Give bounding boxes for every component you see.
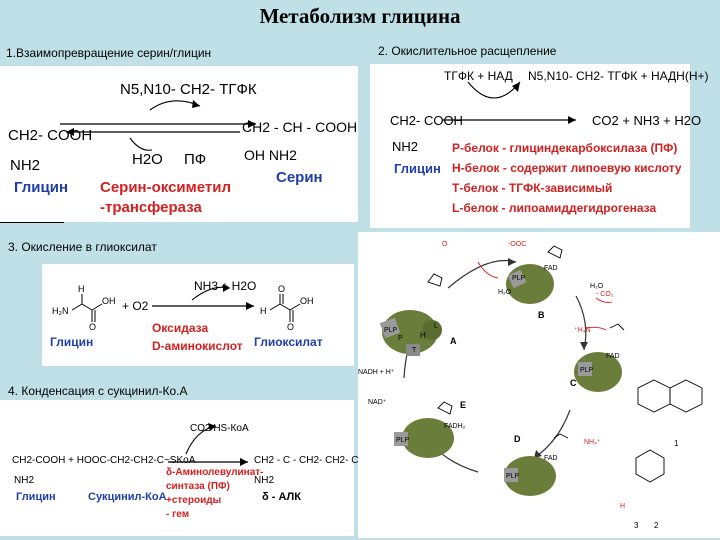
divider bbox=[0, 222, 64, 223]
svg-text:D: D bbox=[514, 434, 521, 444]
enzyme-line1: δ-Аминолевулинат- bbox=[166, 468, 264, 478]
products-top-text: N5,N10- CH2- ТГФК + НАДН(H+) bbox=[528, 70, 709, 82]
svg-text:PLP: PLP bbox=[512, 275, 526, 282]
section-1-panel: N5,N10- CH2- ТГФК CH2- COOH NH2 Глицин H… bbox=[0, 66, 358, 222]
svg-text:O: O bbox=[89, 322, 96, 332]
products-top-text: CO2 HS-КоА bbox=[190, 424, 249, 434]
svg-text:H: H bbox=[620, 503, 625, 510]
glycine-cleavage-cycle: O -OOC - CO₂ ⁺H₃N NH₄⁺ H PLP H P T L PLP… bbox=[358, 232, 720, 538]
protein-l: L-белок - липоамиддегидрогеназа bbox=[452, 202, 656, 214]
svg-text:T: T bbox=[412, 347, 417, 354]
svg-text:NH₄⁺: NH₄⁺ bbox=[584, 439, 601, 446]
glycine-name: Глицин bbox=[14, 180, 68, 195]
svg-text:3: 3 bbox=[634, 521, 639, 530]
cycle-panel: O -OOC - CO₂ ⁺H₃N NH₄⁺ H PLP H P T L PLP… bbox=[358, 232, 720, 538]
svg-text:OH: OH bbox=[102, 296, 116, 306]
serine-formula: CH2 - CH - COOH bbox=[242, 120, 357, 134]
section-1-label: 1.Взаимопревращение серин/глицин bbox=[6, 46, 211, 60]
water-label: H2O bbox=[132, 152, 163, 167]
svg-text:H: H bbox=[260, 306, 267, 316]
svg-text:FAD: FAD bbox=[606, 353, 620, 360]
section-4-label: 4. Конденсация с сукцинил-Ко.А bbox=[8, 384, 188, 398]
svg-text:L: L bbox=[434, 323, 438, 330]
svg-text:H₂O: H₂O bbox=[498, 289, 512, 296]
svg-text:OH: OH bbox=[300, 296, 314, 306]
svg-text:FAD: FAD bbox=[544, 265, 558, 272]
glycine-amine: NH2 bbox=[10, 158, 40, 173]
enzyme-name-line1: Серин-оксиметил bbox=[100, 180, 231, 195]
enzyme-line2: синтаза (ПФ) bbox=[166, 482, 230, 492]
ala-name: δ - АЛК bbox=[262, 492, 301, 503]
svg-text:PLP: PLP bbox=[506, 473, 520, 480]
section-2-label: 2. Окислительное расщепление bbox=[378, 44, 556, 58]
enzyme-name-line1: Оксидаза bbox=[152, 322, 208, 334]
svg-text:PLP: PLP bbox=[580, 367, 594, 374]
products-top-text: NH3 + H2O bbox=[194, 280, 256, 292]
section-4-panel: CO2 HS-КоА CH2-COOH + HOOC-CH2-CH2-C~SKo… bbox=[0, 400, 354, 536]
svg-text:NADH + H⁺: NADH + H⁺ bbox=[358, 369, 395, 376]
svg-text:FAD: FAD bbox=[544, 455, 558, 462]
svg-text:2: 2 bbox=[654, 521, 659, 530]
enzyme-line3: +стероиды bbox=[166, 496, 221, 506]
protein-t: Т-белок - ТГФК-зависимый bbox=[452, 182, 612, 194]
glycine-structure bbox=[72, 294, 102, 322]
svg-text:O: O bbox=[287, 322, 294, 332]
thf-structure bbox=[636, 380, 702, 482]
protein-p: Р-белок - глициндекарбоксилаза (ПФ) bbox=[452, 142, 677, 154]
glyoxylate-structure bbox=[270, 294, 300, 322]
svg-text:H: H bbox=[78, 284, 85, 294]
svg-text:FADH₂: FADH₂ bbox=[444, 423, 466, 430]
svg-text:PLP: PLP bbox=[396, 437, 410, 444]
svg-text:B: B bbox=[538, 310, 545, 320]
svg-text:A: A bbox=[450, 336, 457, 346]
section-3-label: 3. Окисление в глиоксилат bbox=[8, 240, 157, 254]
glycine-name: Глицин bbox=[394, 162, 441, 175]
glycine-name: Глицин bbox=[16, 492, 56, 503]
succinyl-coa-name: Сукцинил-КоА bbox=[88, 492, 167, 503]
page-title: Метаболизм глицина bbox=[0, 4, 720, 29]
enzyme-line4: - гем bbox=[166, 510, 189, 520]
enzyme-name-line2: D-аминокислот bbox=[152, 340, 243, 352]
section-3-panel: H₂N H O OH H O O OH + O2 NH3 + H2O Оксид… bbox=[42, 264, 354, 366]
reactants-text: ТГФК + НАД bbox=[444, 70, 513, 82]
svg-text:⁺H₃N: ⁺H₃N bbox=[574, 327, 591, 334]
svg-text:H₂O: H₂O bbox=[590, 283, 604, 290]
glycine-amine: NH2 bbox=[14, 476, 34, 486]
reactants-formula: CH2-COOH + HOOC-CH2-CH2-C~SKoA bbox=[12, 456, 195, 466]
cofactor-text: N5,N10- CH2- ТГФК bbox=[120, 82, 257, 97]
svg-text:-OOC: -OOC bbox=[508, 241, 526, 248]
glycine-amine: NH2 bbox=[392, 140, 418, 153]
protein-h: Н-белок - содержит липоевую кислоту bbox=[452, 162, 682, 174]
enzyme-name-line2: -трансфераза bbox=[100, 200, 202, 215]
serine-substituents: OH NH2 bbox=[244, 148, 297, 162]
glycine-formula: CH2- COOH bbox=[390, 114, 463, 127]
svg-text:- CO₂: - CO₂ bbox=[596, 291, 614, 298]
svg-text:C: C bbox=[570, 378, 577, 388]
glyoxylate-name: Глиоксилат bbox=[254, 336, 323, 348]
glycine-formula: CH2- COOH bbox=[8, 128, 92, 143]
svg-text:H₂N: H₂N bbox=[52, 306, 69, 316]
oxygen-text: + O2 bbox=[122, 300, 148, 312]
ala-amine: NH2 bbox=[254, 476, 274, 486]
pf-label: ПФ bbox=[184, 152, 206, 167]
svg-text:H: H bbox=[420, 331, 426, 340]
svg-text:PLP: PLP bbox=[384, 327, 398, 334]
section-2-panel: ТГФК + НАД N5,N10- CH2- ТГФК + НАДН(H+) … bbox=[370, 64, 690, 228]
svg-text:NAD⁺: NAD⁺ bbox=[368, 399, 387, 406]
svg-text:O: O bbox=[442, 241, 448, 248]
svg-text:O: O bbox=[278, 284, 285, 294]
svg-text:E: E bbox=[460, 400, 466, 410]
glycine-name: Глицин bbox=[50, 336, 93, 348]
svg-text:P: P bbox=[398, 335, 403, 342]
serine-name: Серин bbox=[276, 170, 323, 185]
svg-text:1: 1 bbox=[674, 439, 679, 448]
products-text: CO2 + NH3 + H2O bbox=[592, 114, 701, 127]
